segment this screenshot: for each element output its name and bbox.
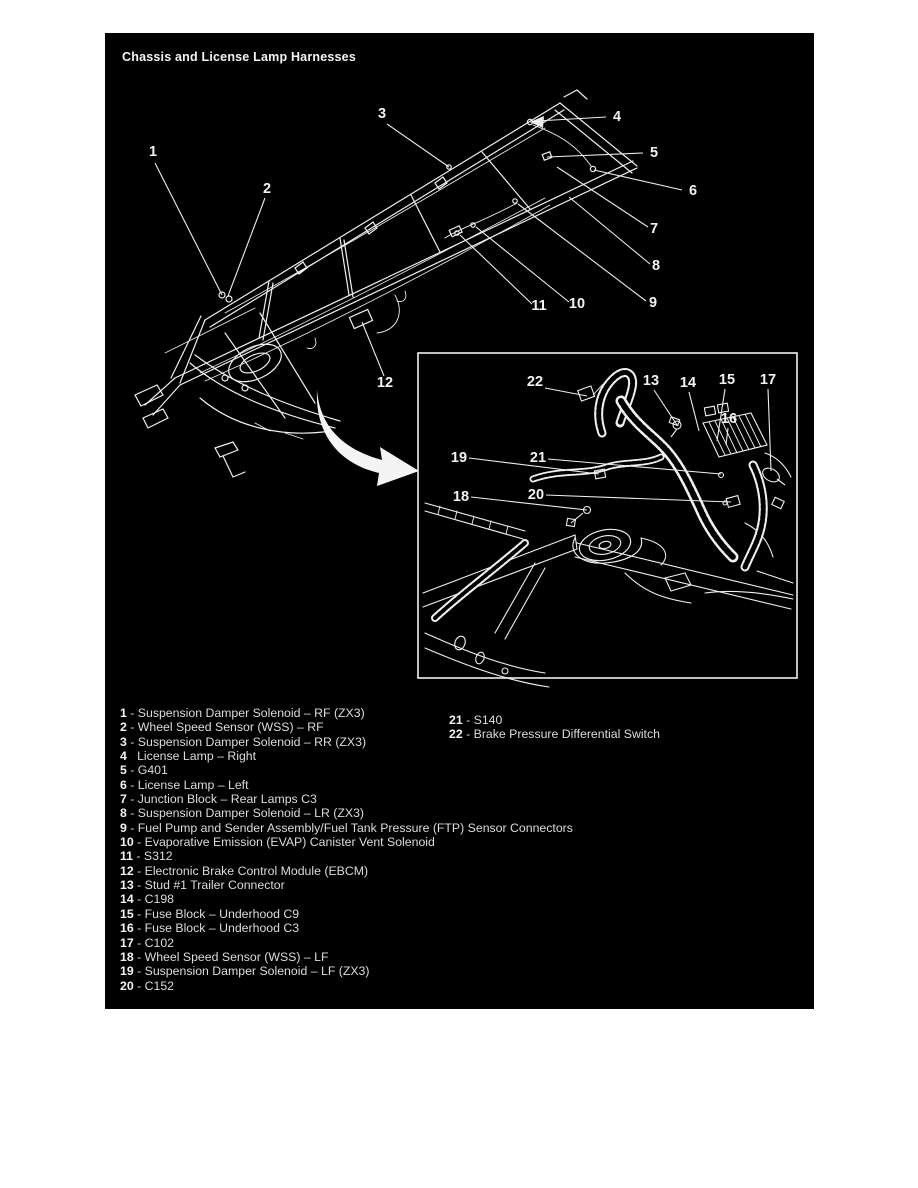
legend-item-12: 12 - Electronic Brake Control Module (EB… (120, 864, 450, 878)
callout-15: 15 (719, 372, 735, 388)
legend-text: - Fuel Pump and Sender Assembly/Fuel Tan… (126, 820, 573, 835)
leader-arrowhead-4 (530, 116, 544, 128)
legend-left-column: 1 - Suspension Damper Solenoid – RF (ZX3… (120, 706, 573, 993)
legend-num: 13 (120, 878, 134, 893)
legend-item-22: 22 - Brake Pressure Differential Switch (449, 727, 799, 741)
inset-harness-conduits (431, 368, 768, 622)
legend-num: 16 (120, 921, 134, 936)
legend-num: 19 (120, 964, 134, 979)
legend-num: 21 (449, 713, 463, 727)
callout-20: 20 (528, 487, 544, 503)
legend-text: - Junction Block – Rear Lamps C3 (126, 792, 317, 807)
legend-item-4: 4 License Lamp – Right (120, 749, 450, 763)
figure-panel: Chassis and License Lamp Harnesses (105, 33, 814, 1009)
legend-text: - Fuse Block – Underhood C3 (133, 921, 300, 936)
legend-num: 11 (120, 849, 133, 864)
callout-16: 16 (721, 411, 737, 427)
legend-num: 4 (120, 749, 127, 764)
legend-item-7: 7 - Junction Block – Rear Lamps C3 (120, 792, 450, 806)
legend-item-10: 10 - Evaporative Emission (EVAP) Caniste… (120, 835, 450, 849)
callout-4: 4 (613, 109, 621, 125)
legend-right-column: 21 - S140 22 - Brake Pressure Differenti… (449, 713, 799, 742)
legend-num: 6 (120, 777, 127, 792)
legend-num: 9 (120, 820, 127, 835)
callout-19: 19 (451, 450, 467, 466)
main-callout-leaders (154, 116, 683, 377)
legend-num: 8 (120, 806, 127, 821)
callout-17: 17 (760, 372, 776, 388)
legend-item-13: 13 - Stud #1 Trailer Connector (120, 878, 450, 892)
legend-text: - License Lamp – Left (126, 777, 249, 792)
legend-text: License Lamp – Right (126, 749, 257, 764)
callout-11: 11 (531, 298, 546, 314)
callout-8: 8 (652, 258, 660, 274)
legend-text: - Suspension Damper Solenoid – RF (ZX3) (126, 706, 365, 720)
legend-item-16: 16 - Fuse Block – Underhood C3 (120, 921, 450, 935)
callout-12: 12 (377, 375, 393, 391)
legend-text: - C102 (133, 935, 175, 950)
legend-num: 7 (120, 792, 127, 807)
inset-pointer-arrow (316, 390, 419, 486)
legend-text: - Electronic Brake Control Module (EBCM) (133, 863, 369, 878)
legend-item-11: 11 - S312 (120, 849, 450, 863)
callout-22: 22 (527, 374, 543, 390)
legend-item-8: 8 - Suspension Damper Solenoid – LR (ZX3… (120, 806, 450, 820)
callout-7: 7 (650, 221, 658, 237)
legend-text: - Fuse Block – Underhood C9 (133, 906, 300, 921)
legend-num: 5 (120, 763, 127, 778)
legend-text: - Evaporative Emission (EVAP) Canister V… (133, 835, 435, 850)
legend-item-19: 19 - Suspension Damper Solenoid – LF (ZX… (120, 964, 450, 978)
legend-text: - Suspension Damper Solenoid – LR (ZX3) (126, 806, 365, 821)
inset-box (417, 352, 798, 679)
inset-callout-leaders (468, 387, 772, 511)
legend-text: - Wheel Speed Sensor (WSS) – RF (126, 720, 324, 735)
legend-item-18: 18 - Wheel Speed Sensor (WSS) – LF (120, 950, 450, 964)
callout-14: 14 (680, 375, 696, 391)
legend-item-21: 21 - S140 (449, 713, 799, 727)
legend-item-5: 5 - G401 (120, 763, 450, 777)
legend-num: 14 (120, 892, 134, 907)
legend-num: 12 (120, 863, 134, 878)
legend-text: - G401 (126, 763, 168, 778)
callout-3: 3 (378, 106, 386, 122)
legend-num: 1 (120, 706, 127, 720)
legend-item-14: 14 - C198 (120, 892, 450, 906)
legend-item-15: 15 - Fuse Block – Underhood C9 (120, 907, 450, 921)
legend-item-9: 9 - Fuel Pump and Sender Assembly/Fuel T… (120, 820, 573, 835)
legend-text: - S140 (462, 713, 503, 727)
legend-item-17: 17 - C102 (120, 936, 450, 950)
legend-text: - Suspension Damper Solenoid – RR (ZX3) (126, 734, 367, 749)
legend-num: 2 (120, 720, 127, 735)
legend-item-20: 20 - C152 (120, 979, 450, 993)
legend-item-3: 3 - Suspension Damper Solenoid – RR (ZX3… (120, 735, 450, 749)
legend-text: - Stud #1 Trailer Connector (133, 878, 285, 893)
legend-item-6: 6 - License Lamp – Left (120, 778, 450, 792)
callout-6: 6 (689, 183, 697, 199)
legend-text: - C198 (133, 892, 175, 907)
legend-item-1: 1 - Suspension Damper Solenoid – RF (ZX3… (120, 706, 450, 720)
callout-2: 2 (263, 181, 271, 197)
callout-5: 5 (650, 145, 658, 161)
legend-item-2: 2 - Wheel Speed Sensor (WSS) – RF (120, 720, 450, 734)
callout-10: 10 (569, 296, 585, 312)
legend-num: 20 (120, 978, 134, 993)
legend-text: - Suspension Damper Solenoid – LF (ZX3) (133, 964, 370, 979)
legend-num: 17 (120, 935, 134, 950)
callout-21: 21 (530, 450, 546, 466)
legend-num: 10 (120, 835, 134, 850)
harness-diagram: 1 2 3 4 5 6 7 8 9 10 11 12 (134, 89, 798, 688)
legend-text: - Wheel Speed Sensor (WSS) – LF (133, 949, 329, 964)
legend-text: - Brake Pressure Differential Switch (462, 727, 660, 742)
callout-1: 1 (149, 144, 157, 160)
legend-num: 15 (120, 906, 134, 921)
legend-text: - C152 (133, 978, 175, 993)
legend-num: 18 (120, 949, 134, 964)
legend-num: 22 (449, 727, 463, 742)
callout-9: 9 (649, 295, 657, 311)
figure-title: Chassis and License Lamp Harnesses (122, 50, 356, 64)
legend-text: - S312 (133, 849, 173, 864)
callout-18: 18 (453, 489, 469, 505)
legend-num: 3 (120, 734, 127, 749)
callout-13: 13 (643, 373, 659, 389)
